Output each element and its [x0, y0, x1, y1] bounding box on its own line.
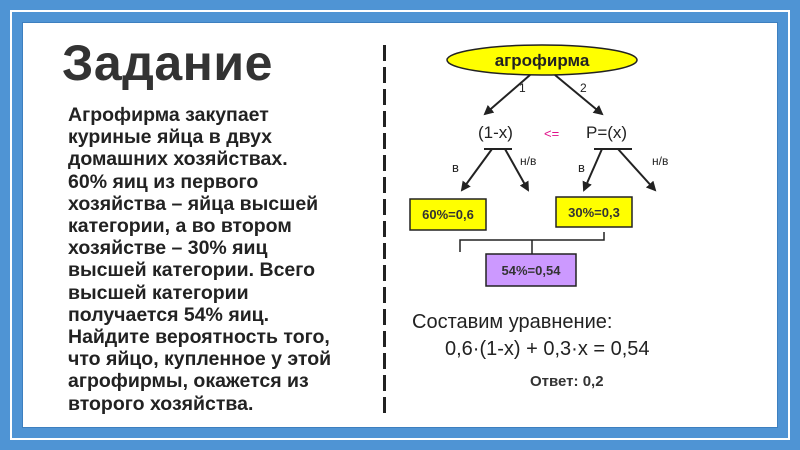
left-branch-nv: [504, 148, 529, 192]
box-right-label: 30%=0,3: [568, 205, 620, 220]
box-left-label: 60%=0,6: [422, 207, 474, 222]
task-line: Агрофирма закупает: [68, 104, 269, 126]
task-line: высшей категории: [68, 281, 249, 304]
root-label: агрофирма: [495, 51, 590, 70]
frame-line-bottom: [10, 438, 790, 440]
frame-line-right: [788, 10, 790, 440]
branch-label-1: 1: [519, 81, 526, 95]
task-line: Найдите вероятность того,: [68, 326, 330, 349]
left-leaf-v: в: [452, 160, 459, 175]
slide-title: Задание: [62, 35, 273, 91]
slide-canvas: [22, 22, 778, 428]
branch-label-2: 2: [580, 81, 587, 95]
task-line: хозяйстве – 30% яиц: [68, 237, 268, 260]
task-line: второго хозяйства.: [68, 392, 254, 415]
left-branch-v: [460, 148, 493, 192]
root-node: [446, 44, 638, 76]
task-line: агрофирмы, окажется из: [68, 370, 309, 393]
frame-line-left: [10, 10, 12, 440]
box-left: [409, 198, 487, 231]
task-text: Агрофирма закупает куриные яйца в двух д…: [68, 104, 386, 415]
box-right: [555, 196, 633, 228]
left-leaf-nv: н/в: [520, 154, 536, 168]
task-line: высшей категории. Всего: [68, 259, 316, 282]
right-branch-nv: [617, 148, 657, 192]
task-line: что яйцо, купленное у этой: [68, 348, 332, 371]
compare-sign: <=: [544, 126, 559, 141]
right-leaf-v: в: [578, 160, 585, 175]
right-leaf-nv: н/в: [652, 154, 668, 168]
branch-line-1: [483, 74, 531, 116]
equation-formula: 0,6·(1-х) + 0,3·х = 0,54: [445, 338, 650, 360]
equation-heading: Составим уравнение:: [412, 311, 613, 333]
node-right: Р=(х): [586, 123, 627, 142]
task-line: получается 54% яиц.: [68, 303, 270, 326]
branch-line-2: [554, 74, 604, 116]
box-sum: [485, 253, 577, 287]
task-line: 60% яиц из первого: [68, 170, 259, 193]
task-line: категории, а во втором: [68, 215, 292, 238]
task-line: домашних хозяйствах.: [68, 148, 288, 171]
frame-line-top: [10, 10, 790, 12]
right-branch-v: [582, 148, 603, 192]
answer-text: Ответ: 0,2: [530, 373, 604, 390]
node-left: (1-х): [478, 123, 513, 142]
task-line: хозяйства – яйца высшей: [68, 192, 319, 215]
task-line: куриные яйца в двух: [68, 126, 273, 149]
box-sum-label: 54%=0,54: [502, 263, 562, 278]
dashed-divider: [383, 45, 386, 413]
